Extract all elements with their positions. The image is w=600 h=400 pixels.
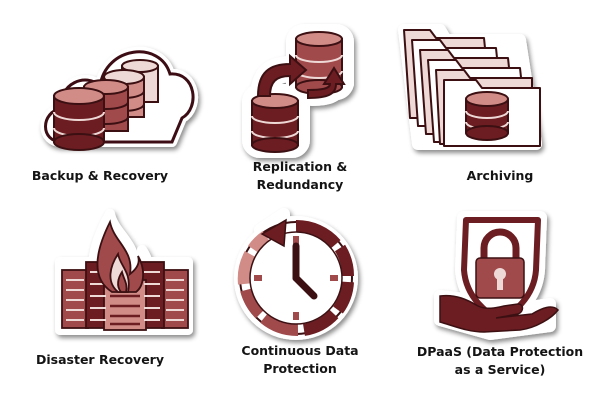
tile-label-line: Backup & Recovery [31, 168, 169, 183]
tile-label: Continuous Data Protection [200, 342, 400, 378]
tile-label-line: Disaster Recovery [36, 352, 164, 367]
tile-label: Archiving [400, 167, 600, 185]
tile-dpaas: DPaaS (Data Protection as a Service) [400, 200, 600, 400]
folder-stack-icon [398, 0, 600, 160]
tile-label-line: as a Service) [454, 362, 546, 377]
tile-label-line: DPaaS (Data Protection [416, 344, 584, 359]
tile-label-line: Protection [263, 361, 337, 376]
tile-label-line: Redundancy [256, 177, 344, 192]
tile-label-line: Continuous Data [241, 343, 359, 358]
burning-servers-icon [0, 200, 200, 340]
tile-continuous-data-protection: Continuous Data Protection [200, 200, 400, 400]
tile-label: DPaaS (Data Protection as a Service) [400, 343, 600, 379]
database-replication-icon [200, 0, 400, 160]
tile-label: Disaster Recovery [0, 351, 200, 369]
tile-label: Replication & Redundancy [200, 158, 400, 194]
tile-backup-recovery: Backup & Recovery [0, 0, 200, 200]
tile-replication-redundancy: Replication & Redundancy [200, 0, 400, 200]
database-cloud-icon [0, 0, 200, 160]
tile-label-line: Archiving [466, 168, 534, 183]
tile-label: Backup & Recovery [0, 167, 200, 185]
shield-padlock-hand-icon [400, 200, 600, 340]
clock-history-icon [200, 200, 400, 340]
tile-disaster-recovery: Disaster Recovery [0, 200, 200, 400]
tile-label-line: Replication & [252, 159, 348, 174]
tile-archiving: Archiving [398, 0, 600, 200]
